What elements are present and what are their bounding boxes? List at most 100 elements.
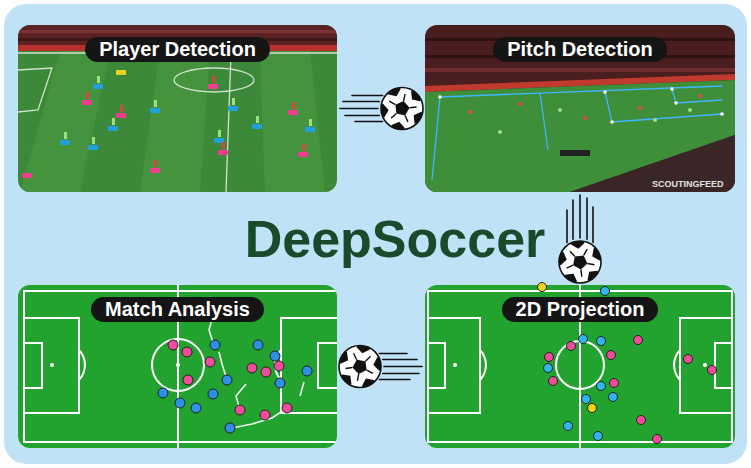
detection-tag xyxy=(82,100,92,105)
pitch-grass xyxy=(425,80,735,192)
keyline xyxy=(540,93,548,150)
player-dot xyxy=(607,351,616,360)
player xyxy=(92,137,95,144)
player xyxy=(218,130,221,137)
detection-tag xyxy=(288,110,298,115)
pitch-grass xyxy=(425,285,735,448)
ball-seam xyxy=(389,101,395,105)
speed-connector xyxy=(340,83,427,135)
ball-patch xyxy=(395,101,409,115)
player-dot xyxy=(582,395,591,404)
speed-line xyxy=(379,379,410,381)
watermark-text: SCOUTINGFEED xyxy=(652,179,724,189)
projection-pitch xyxy=(425,285,735,448)
player-dot xyxy=(247,363,257,373)
player-dot xyxy=(594,432,603,441)
ball-body xyxy=(559,241,601,283)
goal-box xyxy=(24,343,42,388)
player-dot xyxy=(634,336,643,345)
detection-tag xyxy=(93,84,103,89)
goal-box xyxy=(715,343,732,388)
ball-outline xyxy=(559,241,601,283)
speed-line xyxy=(383,359,417,361)
panel-label: Match Analysis xyxy=(91,297,264,322)
keyline xyxy=(440,86,722,97)
player-dot xyxy=(564,422,573,431)
speed-line xyxy=(343,101,379,103)
speed-line xyxy=(592,207,594,243)
ball-seam xyxy=(580,270,582,277)
panel-label: 2D Projection xyxy=(502,297,659,322)
player-dot xyxy=(208,389,218,399)
movement-trails xyxy=(209,316,304,428)
detection-tag xyxy=(108,126,118,131)
penalty-box xyxy=(428,318,480,413)
player xyxy=(468,110,472,114)
player-dot xyxy=(637,416,646,425)
player xyxy=(638,106,642,110)
grass-stripe xyxy=(260,51,325,192)
speed-line xyxy=(384,366,422,368)
penalty-spot xyxy=(50,363,54,367)
player-dot xyxy=(183,375,193,385)
speed-connector xyxy=(553,195,605,287)
player-dot xyxy=(579,335,588,344)
player-dot xyxy=(260,410,270,420)
broadcast-image xyxy=(18,25,337,192)
player xyxy=(653,118,657,122)
center-circle xyxy=(556,341,604,389)
pitch-lines xyxy=(24,285,337,448)
player-dot xyxy=(653,435,662,444)
keypoint xyxy=(670,87,674,91)
pitch-grass xyxy=(18,25,337,192)
panel-box: Pitch Detection xyxy=(425,25,735,192)
player xyxy=(498,130,502,134)
player xyxy=(583,116,587,120)
center-circle xyxy=(152,339,204,391)
player-dot xyxy=(275,378,285,388)
stadium-image xyxy=(425,25,735,192)
player-dot xyxy=(182,347,192,357)
keypoint xyxy=(603,90,607,94)
player-dot xyxy=(158,388,168,398)
speed-connector xyxy=(335,340,422,392)
player-dot xyxy=(597,337,606,346)
player-dot xyxy=(274,361,284,371)
detection-tag xyxy=(298,152,308,157)
title-text: DeepSoccer xyxy=(195,209,595,269)
detection-tag xyxy=(116,70,126,75)
player-dot xyxy=(191,403,201,413)
player-dot xyxy=(544,364,553,373)
panel-box: Player Detection xyxy=(18,25,337,192)
player-dot xyxy=(601,287,610,296)
bench xyxy=(560,150,590,156)
speed-line xyxy=(586,198,588,239)
player-dot xyxy=(168,340,178,350)
player xyxy=(64,132,67,139)
speed-line xyxy=(566,210,568,243)
player xyxy=(558,108,562,112)
ball-outline xyxy=(339,346,381,388)
penalty-box xyxy=(281,318,337,413)
grass-stripe xyxy=(140,51,210,192)
soccer-ball xyxy=(553,235,605,287)
keypoint xyxy=(610,120,614,124)
panel-label: Player Detection xyxy=(85,37,270,62)
ball-seam xyxy=(391,114,396,119)
player xyxy=(112,118,115,125)
penalty-box xyxy=(18,68,52,112)
keypoint xyxy=(720,112,724,116)
player-dot xyxy=(567,342,576,351)
detection-tag xyxy=(252,124,262,129)
keyline xyxy=(432,97,440,180)
keypoints xyxy=(438,87,724,124)
player-dot xyxy=(588,404,597,413)
players xyxy=(64,49,312,167)
player xyxy=(292,102,295,109)
player-dot xyxy=(708,366,717,375)
player-dot xyxy=(282,403,292,413)
panel-box: Match Analysis xyxy=(18,285,337,448)
analysis-pitch xyxy=(18,285,337,448)
player-dots xyxy=(544,335,717,444)
